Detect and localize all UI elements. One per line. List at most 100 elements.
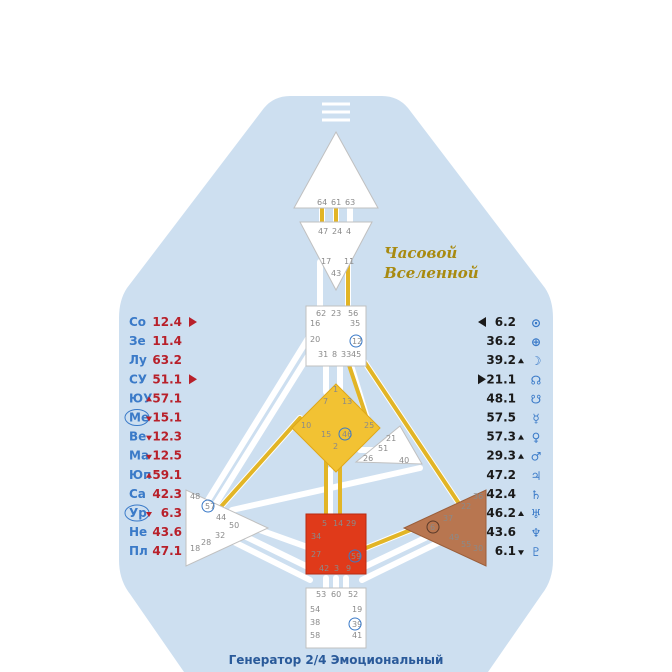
arrow-up-icon bbox=[146, 396, 152, 402]
planet-label: Юп bbox=[129, 468, 151, 482]
svg-text:38: 38 bbox=[310, 618, 320, 627]
planet-symbol-icon: ☋ bbox=[531, 392, 542, 406]
arrow-down-icon bbox=[146, 435, 152, 441]
planet-label: Ме bbox=[129, 411, 149, 425]
design-value: 57.1 bbox=[152, 391, 182, 405]
svg-text:64: 64 bbox=[317, 198, 327, 207]
svg-text:1: 1 bbox=[333, 385, 338, 394]
svg-text:30: 30 bbox=[473, 544, 483, 553]
svg-text:62: 62 bbox=[316, 309, 326, 318]
personality-value: 6.2 bbox=[495, 315, 516, 329]
design-row: Лу 63.2 bbox=[129, 353, 182, 367]
solar-plexus-center[interactable] bbox=[402, 489, 487, 567]
svg-text:7: 7 bbox=[323, 397, 328, 406]
personality-value: 47.2 bbox=[486, 468, 516, 482]
planet-symbol-icon: ♀ bbox=[532, 431, 541, 445]
svg-text:51: 51 bbox=[378, 444, 388, 453]
svg-text:39: 39 bbox=[352, 620, 362, 629]
design-value: 59.1 bbox=[152, 468, 182, 482]
planet-label: Не bbox=[129, 525, 147, 539]
svg-text:19: 19 bbox=[352, 605, 362, 614]
personality-row: 21.1☊ bbox=[478, 372, 541, 387]
arrow-up-icon bbox=[518, 511, 524, 516]
svg-text:26: 26 bbox=[363, 454, 373, 463]
arrow-up-icon bbox=[518, 434, 524, 440]
planet-symbol-icon: ⊙ bbox=[531, 316, 541, 330]
svg-text:47: 47 bbox=[318, 227, 328, 236]
planet-label: Зе bbox=[129, 334, 146, 348]
personality-row: 42.4 ♄ bbox=[486, 487, 541, 502]
ego-center[interactable] bbox=[354, 425, 423, 465]
title-line-1: Часовой bbox=[384, 244, 457, 262]
svg-text:16: 16 bbox=[310, 319, 320, 328]
design-value: 6.3 bbox=[161, 506, 182, 520]
head-center[interactable] bbox=[293, 130, 379, 209]
design-value: 12.3 bbox=[152, 430, 182, 444]
svg-text:27: 27 bbox=[311, 550, 321, 559]
g-center[interactable] bbox=[291, 383, 381, 473]
design-value: 15.1 bbox=[152, 411, 182, 425]
svg-text:33: 33 bbox=[341, 350, 351, 359]
footer-type: Генератор 2/4 Эмоциональный bbox=[229, 653, 444, 667]
design-value: 11.4 bbox=[152, 334, 182, 348]
personality-value: 29.3 bbox=[486, 449, 516, 463]
svg-text:45: 45 bbox=[351, 350, 361, 359]
personality-value: 46.2 bbox=[486, 506, 516, 520]
planet-symbol-icon: ♂ bbox=[531, 450, 542, 464]
ajna-center[interactable] bbox=[299, 221, 373, 292]
svg-text:11: 11 bbox=[344, 257, 354, 266]
svg-text:53: 53 bbox=[316, 590, 326, 599]
personality-value: 43.6 bbox=[486, 525, 516, 539]
svg-text:6: 6 bbox=[430, 523, 435, 532]
planet-symbol-icon: ♄ bbox=[531, 488, 542, 502]
svg-text:12: 12 bbox=[352, 337, 362, 346]
title-line-2: Вселенной bbox=[383, 264, 479, 282]
svg-text:25: 25 bbox=[364, 421, 374, 430]
personality-value: 57.5 bbox=[486, 411, 516, 425]
personality-row: 57.3♀ bbox=[486, 430, 540, 445]
svg-text:22: 22 bbox=[461, 502, 471, 511]
svg-text:56: 56 bbox=[348, 309, 358, 318]
svg-text:43: 43 bbox=[331, 269, 341, 278]
planet-label: ЮУ bbox=[129, 391, 152, 405]
svg-text:60: 60 bbox=[331, 590, 341, 599]
personality-row: 29.3 ♂ bbox=[486, 449, 541, 464]
gate-numbers: 64 61 63 47 24 4 17 43 11 62 23 56 16 35… bbox=[190, 198, 483, 640]
svg-text:14: 14 bbox=[333, 519, 343, 528]
sacral-center[interactable] bbox=[305, 513, 367, 575]
svg-text:49: 49 bbox=[449, 533, 459, 542]
design-value: 63.2 bbox=[152, 353, 182, 367]
svg-text:21: 21 bbox=[386, 434, 396, 443]
personality-row: 39.2☽ bbox=[486, 353, 541, 368]
svg-text:18: 18 bbox=[190, 544, 200, 553]
arrow-up-icon bbox=[518, 453, 524, 459]
svg-text:37: 37 bbox=[443, 514, 453, 523]
personality-value: 42.4 bbox=[486, 487, 516, 501]
svg-text:5: 5 bbox=[322, 519, 327, 528]
planet-label: Пл bbox=[129, 544, 148, 558]
personality-value: 48.1 bbox=[486, 391, 516, 405]
planet-symbol-icon: ♇ bbox=[531, 545, 542, 559]
planet-symbol-icon: ♆ bbox=[531, 526, 542, 540]
svg-text:46: 46 bbox=[342, 430, 352, 439]
circled-gate-markers bbox=[201, 334, 440, 631]
arrow-up-icon bbox=[146, 472, 152, 478]
arrow-right-icon bbox=[478, 374, 486, 385]
arrow-down-icon bbox=[518, 550, 524, 556]
svg-text:42: 42 bbox=[319, 564, 329, 573]
arrow-down-icon bbox=[146, 416, 152, 422]
svg-text:31: 31 bbox=[318, 350, 328, 359]
planet-symbol-icon: ♅ bbox=[531, 507, 542, 521]
planet-label: Со bbox=[129, 315, 146, 329]
spleen-center[interactable] bbox=[185, 489, 270, 567]
throat-center[interactable] bbox=[305, 305, 367, 367]
svg-text:9: 9 bbox=[346, 564, 351, 573]
planet-label: Лу bbox=[129, 353, 147, 367]
